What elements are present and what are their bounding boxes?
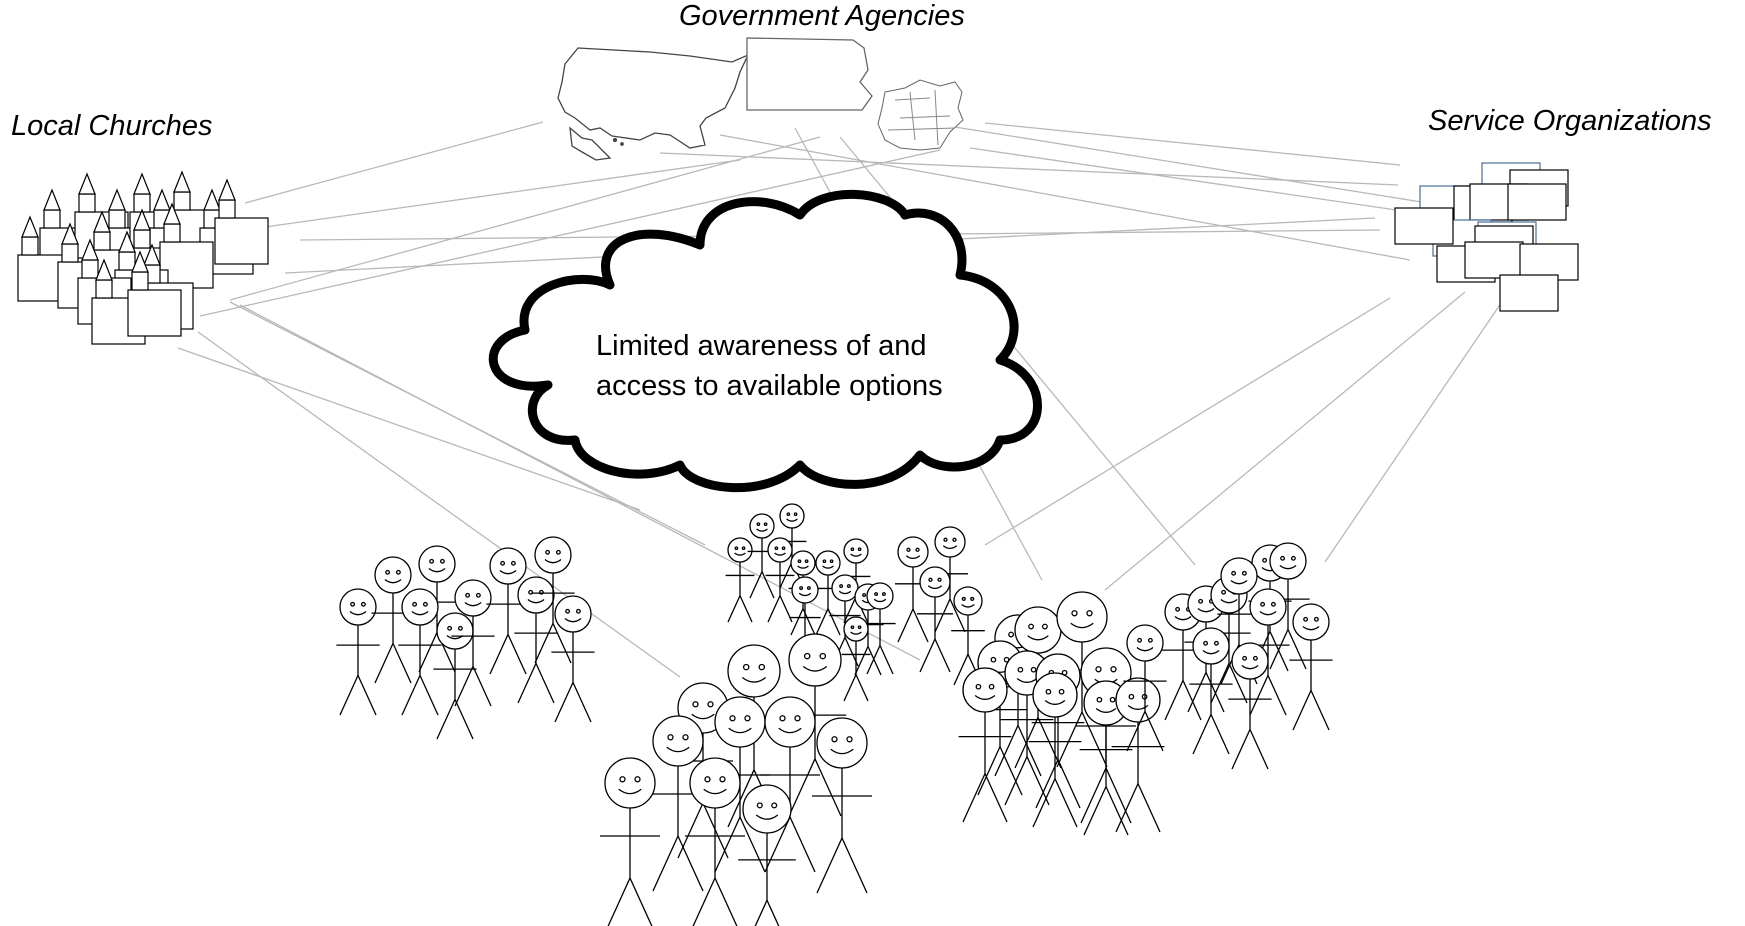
service-organizations-group [1394,162,1579,312]
stick-figure-icon [895,536,931,643]
churches-group [17,170,269,345]
church-icon [159,202,214,289]
stick-figure-icon [958,667,1012,823]
organization-card-icon [1507,183,1567,221]
church-icon [127,250,182,337]
connector-line [1104,291,1466,591]
cloud-caption-line-1: Limited awareness of and [596,330,927,362]
connector-line [719,134,1411,261]
county-map-icon [877,79,964,151]
local-churches-label: Local Churches [11,110,213,142]
connector-line [954,126,1441,206]
stick-figure-icon [514,576,558,704]
stick-figure-icon [812,717,872,894]
state-map-icon [746,37,873,111]
stick-figure-icon [1111,677,1165,833]
stick-figure-icon [1189,627,1233,755]
connector-line [984,122,1401,166]
us-map-icon [557,47,750,161]
organization-card-icon [1499,274,1559,312]
connector-line [244,121,544,204]
stick-figure-icon [486,547,530,675]
cloud-caption: Limited awareness of and access to avail… [596,326,1016,406]
connector-line [229,136,821,301]
connector-line [984,297,1391,546]
stick-figure-icon [336,588,380,716]
stick-figure-icon [710,696,770,873]
organization-card-icon [1519,243,1579,281]
stick-figure-icon [777,503,807,589]
connector-line [199,149,941,317]
stick-figure-icon [1289,603,1333,731]
stick-figure-icon [917,566,953,673]
stick-figure-icon [951,586,985,686]
stick-figure-icon [747,513,777,599]
stick-figure-icon [1246,588,1290,716]
connector-line [177,347,641,511]
stick-figure-icon [648,715,708,892]
stick-figure-icon [600,757,660,926]
church-icon [214,178,269,265]
service-organizations-label: Service Organizations [1428,105,1712,137]
stick-figure-icon [932,526,968,633]
stick-figure-icon [760,696,820,873]
stick-figure-icon [725,537,755,623]
connector-line [197,331,681,678]
organization-card-icon [1394,207,1454,245]
stick-figure-icon [1123,624,1167,752]
stick-figure-icon [738,784,796,926]
stick-figure-icon [765,537,795,623]
government-agencies-label: Government Agencies [679,0,965,32]
stick-figure-icon [398,588,442,716]
cloud-shape [488,189,1042,493]
connector-line [264,159,741,228]
stick-figure-icon [1028,672,1082,828]
stick-figure-icon [531,536,575,664]
stick-figure-icon [451,579,495,707]
organization-card-icon [1464,241,1524,279]
stick-figure-icon [841,616,871,702]
cloud-caption-line-2: access to available options [596,370,943,402]
stick-figure-icon [864,582,896,675]
connector-line [1324,289,1511,563]
connector-line [969,147,1411,213]
stick-figure-icon [685,757,745,926]
stick-figure-icon [433,612,477,740]
people-group [336,503,1333,926]
stick-figure-icon [1228,642,1272,770]
connector-line [659,152,1399,186]
stick-figure-icon [551,595,595,723]
